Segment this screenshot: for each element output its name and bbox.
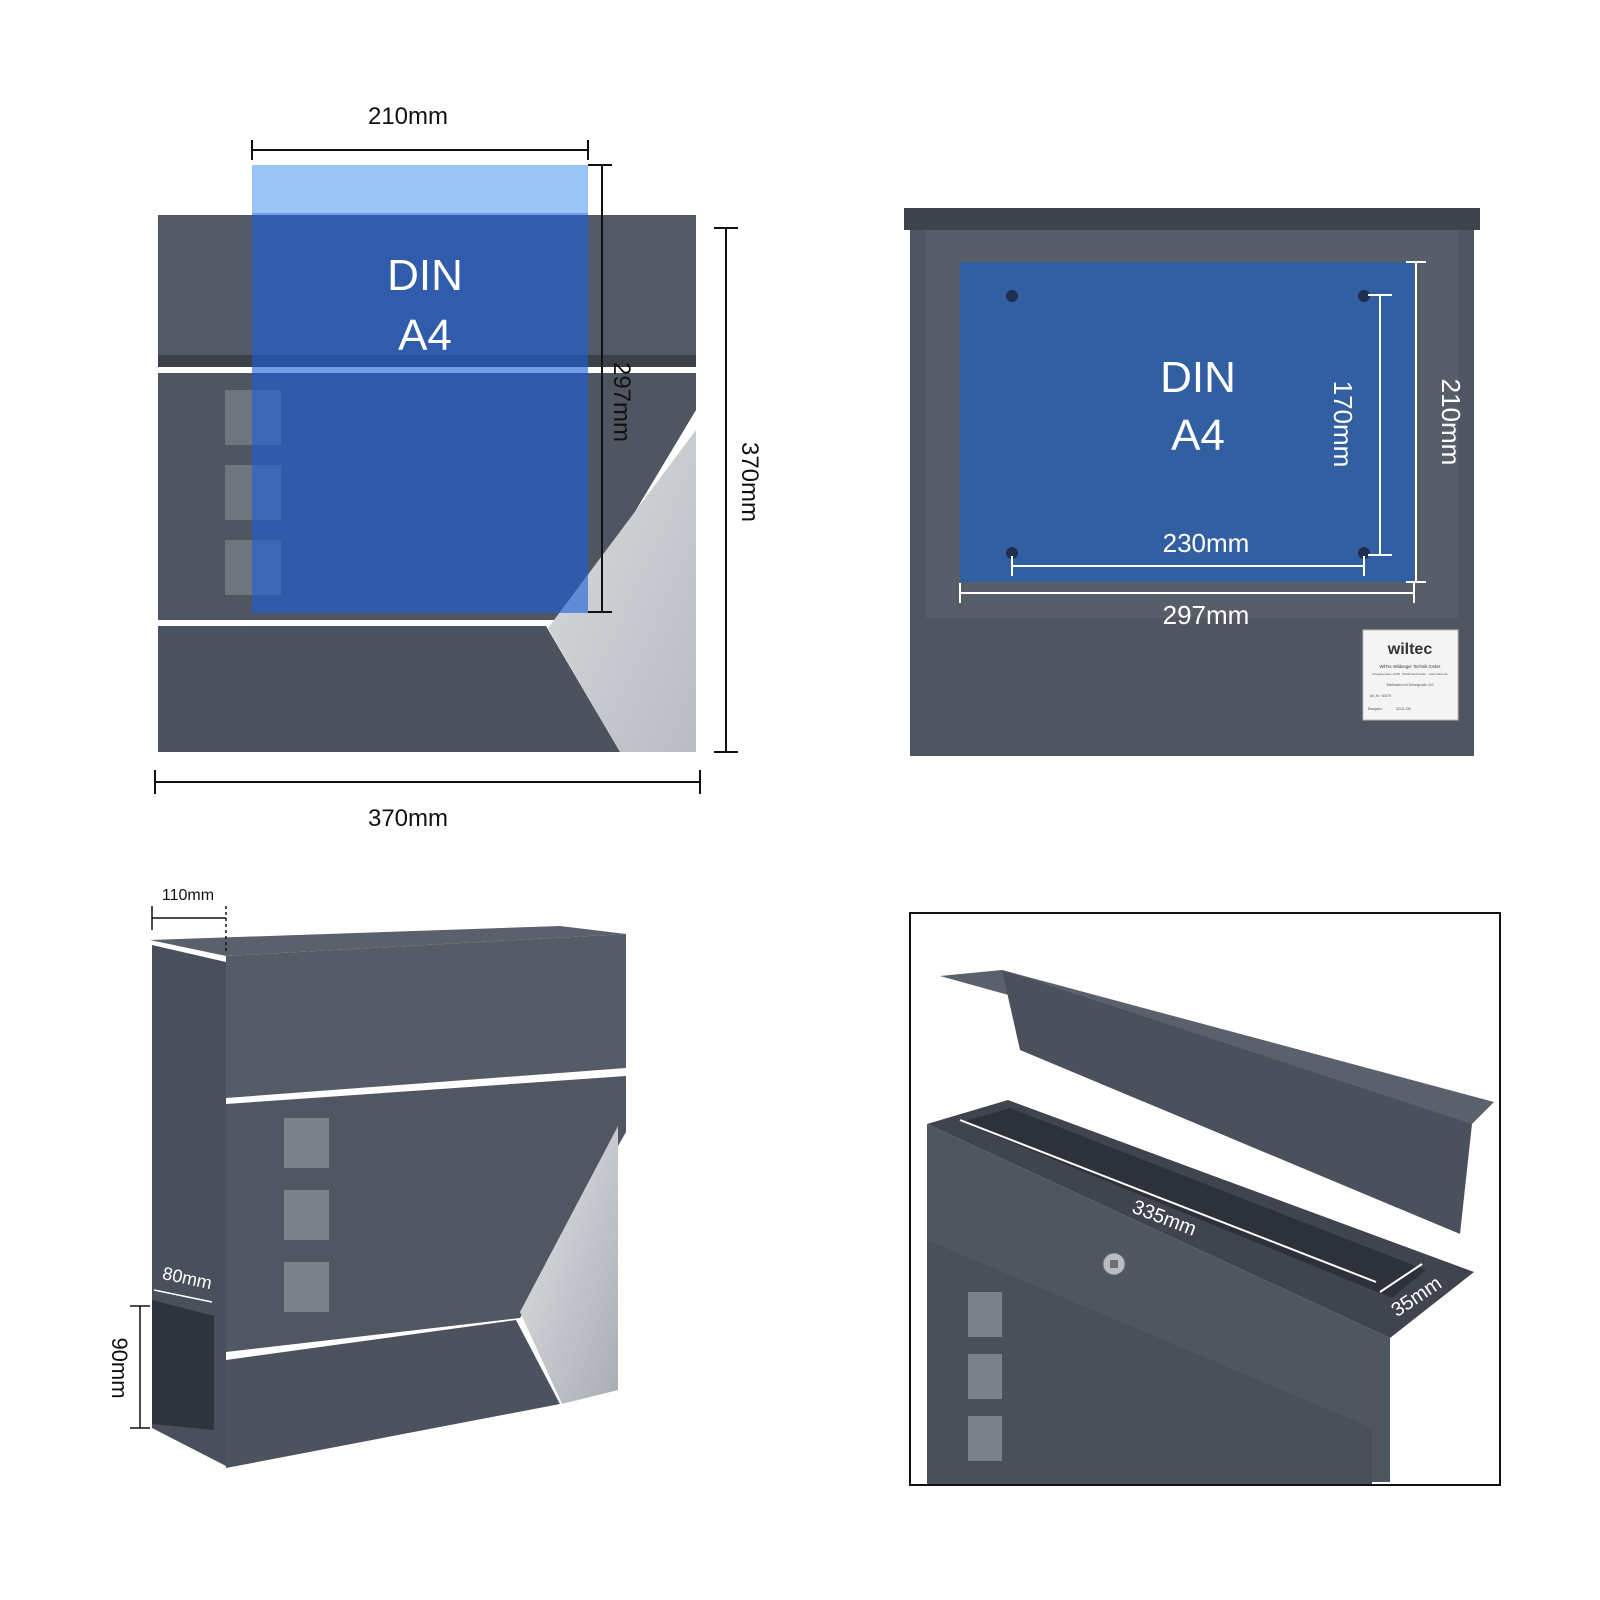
open-window-3 (968, 1416, 1002, 1461)
open-door-front (927, 1240, 1372, 1484)
dim-inner-width-label: 230mm (1163, 528, 1250, 558)
din-label-line2: A4 (398, 311, 452, 360)
label-product: Briefkasten mit Zeitungsrolle V10 (1387, 683, 1434, 687)
side-mailbox (150, 926, 626, 1468)
side-window-2 (284, 1190, 329, 1240)
side-lid-front (226, 934, 626, 1098)
open-window-1 (968, 1292, 1002, 1337)
top-face (150, 926, 626, 956)
dim-width-top (251, 140, 589, 160)
back-lid-edge (904, 208, 1480, 230)
mail-slot (962, 1108, 1426, 1298)
mount-hole (1358, 547, 1370, 559)
back-view-panel: DIN A4 170mm 230mm 210mm 297mm wiltec Wi… (904, 208, 1480, 756)
back-din-line1: DIN (1160, 353, 1236, 402)
dim-inner-width (1011, 556, 1365, 576)
dim-height-total (714, 227, 738, 753)
side-window-3 (284, 1262, 329, 1312)
front-view-panel: DIN A4 210mm 297mm 370mm 370mm (154, 103, 763, 832)
dim-paper-width (959, 583, 1415, 603)
back-mount-holes (1006, 290, 1370, 559)
dim-height-paper-label: 297mm (608, 362, 635, 442)
dim-slot-length (959, 1119, 1377, 1283)
din-overlay-top (252, 165, 588, 213)
tube-opening (152, 1300, 214, 1430)
dim-tube-depth (153, 1289, 213, 1303)
side-view-panel: 110mm 80mm 90mm (107, 887, 626, 1468)
dim-width-total (154, 770, 701, 794)
dim-tube-height-label: 90mm (107, 1337, 132, 1398)
front-steel-panel (548, 430, 696, 752)
front-newspaper-box (158, 626, 620, 752)
dim-slot-width (1379, 1263, 1423, 1293)
label-article: Art.-Nr.: 62475 (1370, 694, 1391, 698)
dim-paper-width-label: 297mm (1163, 600, 1250, 630)
open-view-svg: 335mm 35mm (927, 970, 1494, 1484)
dim-paper-height (1406, 261, 1426, 583)
side-newspaper-box (226, 1320, 560, 1468)
lock-keyhole (1110, 1260, 1118, 1268)
dim-inner-height-label: 170mm (1328, 381, 1358, 468)
din-overlay (252, 213, 588, 613)
mount-hole (1006, 290, 1018, 302)
back-din-line2: A4 (1171, 411, 1225, 460)
dim-width-top-label: 210mm (368, 103, 448, 130)
dim-depth-top (151, 906, 227, 952)
dim-tube-height (130, 1305, 150, 1429)
dim-inner-height (1368, 294, 1392, 556)
label-address: Königsbenden 12/28 · 52249 Eschweiler · … (1372, 672, 1448, 676)
product-label: wiltec WilTec Wildanger Technik GmbH Kön… (1362, 629, 1459, 721)
dim-width-total-label: 370mm (368, 805, 448, 832)
dim-depth-top-label: 110mm (162, 887, 214, 904)
open-lid-inner (1002, 970, 1472, 1234)
label-brand: wiltec (1387, 641, 1433, 658)
side-steel-panel (520, 1126, 618, 1404)
back-din-overlay (960, 262, 1414, 582)
dim-height-paper (588, 164, 612, 613)
mount-hole (1006, 547, 1018, 559)
label-year-label: Baujahr: (1368, 706, 1383, 711)
label-year: 2021-05 (1396, 706, 1411, 711)
side-window-1 (284, 1118, 329, 1168)
dim-paper-height-label: 210mm (1436, 379, 1466, 466)
open-window-2 (968, 1354, 1002, 1399)
open-view-panel: 335mm 35mm (909, 912, 1501, 1486)
din-label-line1: DIN (387, 251, 463, 300)
label-company: WilTec Wildanger Technik GmbH (1380, 664, 1441, 669)
dim-height-total-label: 370mm (736, 442, 763, 522)
mount-hole (1358, 290, 1370, 302)
